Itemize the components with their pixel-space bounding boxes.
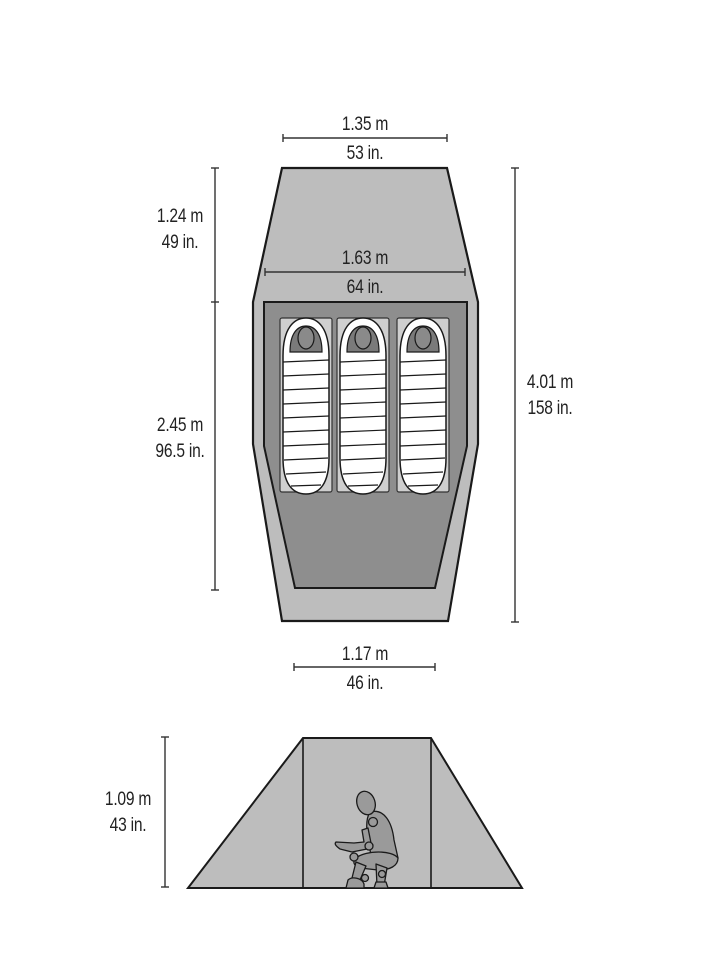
label-bottom-width-metric: 1.17 m — [341, 644, 389, 665]
label-floor-length: 2.45 m 96.5 in. — [143, 413, 217, 464]
label-total-length-metric: 4.01 m — [526, 372, 574, 393]
label-bottom-width-imperial: 46 in. — [346, 673, 384, 694]
label-max-width: 1.63 m 64 in. — [324, 246, 406, 300]
label-max-width-imperial: 64 in. — [346, 277, 384, 298]
sleeper-head — [297, 326, 315, 350]
label-vestibule-length-metric: 1.24 m — [156, 206, 204, 227]
seated-person-figure — [334, 790, 399, 889]
label-vestibule-length: 1.24 m 49 in. — [147, 204, 213, 255]
label-vestibule-length-imperial: 49 in. — [161, 232, 199, 253]
label-bottom-width: 1.17 m 46 in. — [324, 642, 406, 696]
sleeper-3 — [396, 317, 450, 495]
label-floor-length-imperial: 96.5 in. — [155, 441, 205, 462]
label-floor-length-metric: 2.45 m — [156, 415, 204, 436]
tent-side-silhouette — [185, 737, 524, 889]
label-top-width-metric: 1.35 m — [341, 114, 389, 135]
label-top-width-imperial: 53 in. — [346, 143, 384, 164]
label-peak-height-imperial: 43 in. — [109, 815, 147, 836]
sleeper-head — [354, 326, 372, 350]
label-peak-height-metric: 1.09 m — [104, 789, 152, 810]
dimension-lines — [161, 134, 519, 888]
label-peak-height: 1.09 m 43 in. — [95, 787, 161, 838]
figure-foot — [345, 877, 365, 889]
sleeper-1 — [279, 317, 333, 495]
figure-foot-2 — [373, 881, 389, 889]
figure-head — [356, 790, 376, 816]
label-max-width-metric: 1.63 m — [341, 248, 389, 269]
side-profile — [185, 737, 524, 889]
sleeper-2 — [336, 317, 390, 495]
label-top-width: 1.35 m 53 in. — [324, 112, 406, 166]
label-total-length: 4.01 m 158 in. — [517, 370, 583, 421]
sleeper-head — [414, 326, 432, 350]
figure-arm — [334, 827, 373, 853]
floor-plan — [251, 166, 480, 623]
label-total-length-imperial: 158 in. — [527, 398, 573, 419]
